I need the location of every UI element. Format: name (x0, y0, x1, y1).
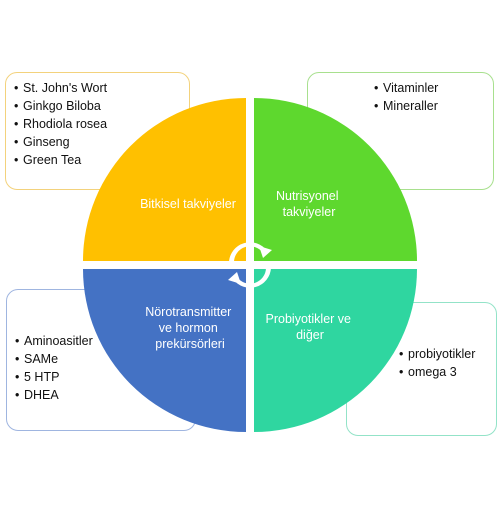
list-item: DHEA (15, 386, 195, 404)
quadrant-label-bitkisel: Bitkisel takviyeler (140, 197, 236, 211)
list-item: Rhodiola rosea (14, 115, 189, 133)
quadrant-bitkisel (83, 98, 246, 261)
list-item: Ginkgo Biloba (14, 97, 189, 115)
quadrant-norotransmitter (83, 269, 246, 432)
list-item: Aminoasitler (15, 332, 195, 350)
quadrant-probiyotikler (254, 269, 417, 432)
list-item: SAMe (15, 350, 195, 368)
list-item: St. John's Wort (14, 79, 189, 97)
list-item: Vitaminler (374, 79, 493, 97)
list-item: omega 3 (399, 363, 496, 381)
quadrant-label-norotransmitter: Nörotransmitter ve hormon prekürsörleri (145, 305, 235, 351)
quadrant-label-probiyotikler: Probiyotikler ve diğer (266, 312, 355, 342)
list-item: Green Tea (14, 151, 189, 169)
quadrant-label-nutrisyonel: Nutrisyonel takviyeler (276, 189, 342, 219)
list-item: Mineraller (374, 97, 493, 115)
list-item: 5 HTP (15, 368, 195, 386)
quadrant-nutrisyonel (254, 98, 417, 261)
list-item: probiyotikler (399, 345, 496, 363)
cycle-arrows-icon (228, 242, 272, 288)
list-item: Ginseng (14, 133, 189, 151)
